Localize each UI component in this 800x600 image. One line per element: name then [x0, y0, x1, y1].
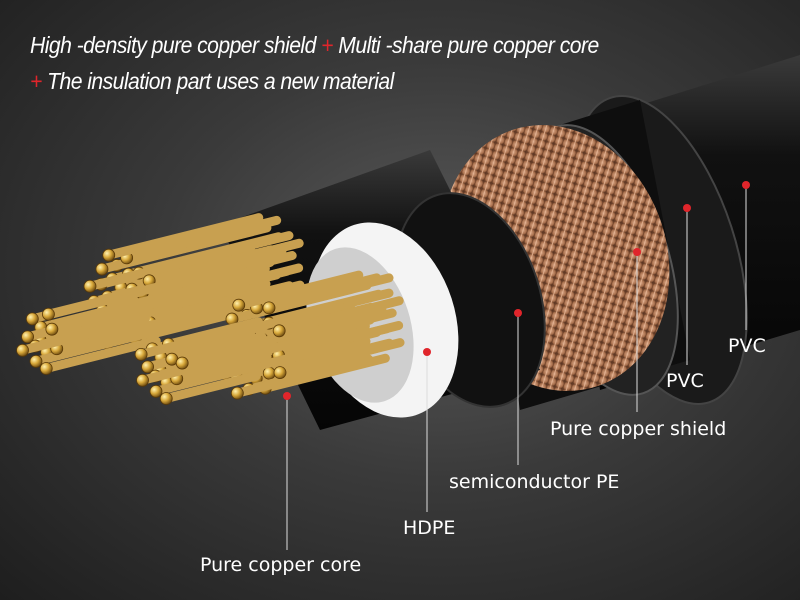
label-copper-shield: Pure copper shield [550, 418, 727, 440]
copper-strand [35, 308, 155, 345]
copper-strand [145, 280, 305, 328]
copper-strand-end [16, 343, 29, 357]
copper-strand [41, 336, 161, 373]
label-outer-pvc: PVC [728, 335, 766, 357]
copper-strand-end [45, 322, 59, 336]
copper-core-strands [16, 213, 405, 405]
marker-dots [283, 181, 750, 400]
copper-strand-end [159, 392, 173, 405]
headline-text: Multi -share pure copper core [338, 32, 599, 58]
copper-strand-end [95, 262, 109, 276]
copper-strand [275, 338, 405, 378]
copper-strand-end [136, 373, 149, 387]
leader-lines [286, 185, 747, 550]
copper-strand [18, 318, 138, 355]
copper-strand [264, 273, 394, 313]
headline-line-1: High -density pure copper shield + Multi… [30, 32, 599, 59]
copper-strand [136, 327, 236, 359]
copper-strand [122, 215, 282, 263]
copper-strand [172, 351, 272, 384]
copper-strand [52, 316, 172, 354]
copper-strand [234, 270, 364, 310]
copper-strand [104, 213, 264, 260]
plus-sign: + [321, 32, 333, 58]
label-hdpe: HDPE [403, 517, 456, 539]
label-copper-core: Pure copper core [200, 554, 362, 576]
copper-strand-end [83, 279, 97, 293]
copper-strand [31, 329, 151, 366]
copper-strand [167, 332, 267, 364]
copper-strand-end [21, 330, 34, 344]
copper-strand-end [262, 301, 276, 315]
copper-strand [85, 244, 245, 291]
copper-strand [274, 296, 404, 336]
copper-strand [36, 295, 156, 332]
copper-strand [144, 238, 304, 286]
copper-strand-end [273, 366, 287, 379]
copper-strand [151, 364, 251, 396]
copper-strand-end [25, 312, 39, 326]
copper-strand-end [232, 298, 246, 312]
headline-text: The insulation part uses a new material [47, 68, 394, 94]
copper-strand [156, 330, 256, 362]
copper-strand [43, 282, 163, 319]
headline-text: High -density pure copper shield [30, 32, 316, 58]
copper-strand-end [102, 248, 116, 262]
copper-strand [144, 263, 304, 311]
headline-line-2: + The insulation part uses a new materia… [30, 68, 394, 95]
copper-strand-end [141, 360, 154, 374]
copper-strand [138, 353, 238, 385]
copper-strand-end [272, 324, 286, 338]
label-semiconductor-pe: semiconductor PE [449, 471, 620, 493]
copper-strand-end [175, 356, 189, 370]
copper-strand [47, 297, 167, 334]
copper-strand-end [262, 366, 276, 380]
copper-strand-end [134, 347, 148, 361]
label-inner-pvc: PVC [666, 370, 704, 392]
copper-strand [177, 336, 277, 368]
copper-strand-end [42, 307, 55, 321]
copper-strand [232, 358, 362, 398]
copper-strand [274, 321, 404, 361]
copper-strand [161, 371, 261, 403]
plus-sign: + [30, 68, 42, 94]
copper-strand-end [29, 354, 43, 368]
copper-strand-end [230, 386, 244, 400]
copper-strand-end [39, 362, 53, 375]
copper-strand-end [149, 384, 163, 398]
